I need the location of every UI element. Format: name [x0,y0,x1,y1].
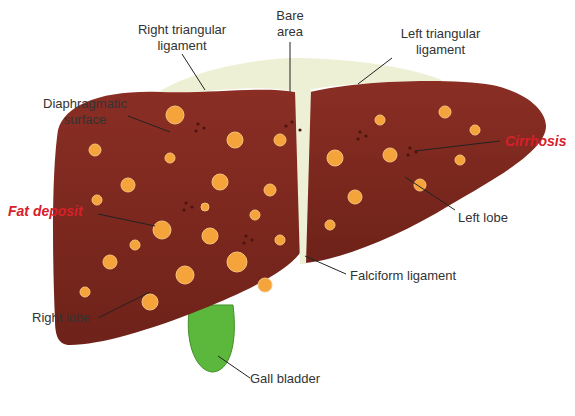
fat-deposit [327,150,343,166]
cirrhosis-dot [202,126,205,129]
part-label: Right triangular ligament [122,22,242,54]
part-label: Left lobe [458,210,508,226]
fat-deposit [212,174,228,190]
cirrhosis-dot [358,130,361,133]
leader-line [290,42,291,92]
fat-deposit [201,203,209,211]
leader-line [415,141,500,151]
cirrhosis-dot [190,205,193,208]
cirrhosis-dot [250,238,253,241]
fat-deposit [227,132,243,148]
part-label: Gall bladder [250,371,320,387]
left-lobe-shape [305,81,546,263]
fat-deposit [166,106,184,124]
fat-deposit [130,240,140,250]
cirrhosis-dot [184,201,187,204]
cirrhosis-dot [244,234,247,237]
highlight-label: Fat deposit [8,203,83,219]
fat-deposit [455,155,465,165]
leader-line [405,177,455,210]
fat-deposit [264,184,276,196]
leader-line [182,54,205,90]
fat-deposit [348,190,362,204]
fat-deposit [176,266,194,284]
fat-deposit [439,106,451,118]
cirrhosis-dot [284,124,287,127]
fat-deposit [274,134,286,146]
part-label: Left triangular ligament [383,26,498,58]
fat-deposit [165,153,175,163]
fat-deposit [383,148,397,162]
fat-deposit [89,144,101,156]
fat-deposit [258,278,272,292]
cirrhosis-dot [196,122,199,125]
fat-deposit [142,294,158,310]
leader-line [98,292,150,318]
cirrhosis-dot [242,241,245,244]
cirrhosis-dot [182,208,185,211]
fat-deposit [121,178,135,192]
part-label: Falciform ligament [350,268,456,284]
leader-line [305,256,346,274]
cirrhosis-dot [298,128,301,131]
fat-deposit [103,255,117,269]
cirrhosis-dot [356,137,359,140]
part-label: Diaphragmatic surface [30,96,140,128]
fat-deposit [375,115,385,125]
fat-deposit [275,235,285,245]
fat-deposit [202,228,218,244]
part-label: Right lobe [32,310,91,326]
leader-line [98,214,155,226]
cirrhosis-dot [406,153,409,156]
fat-deposit [250,210,260,220]
leader-line [218,356,250,378]
leader-line [128,116,170,132]
fat-deposit [227,252,247,272]
cirrhosis-dot [364,134,367,137]
fat-deposit [325,220,335,230]
fat-deposit [470,125,480,135]
cirrhosis-dot [194,129,197,132]
part-label: Bare area [268,8,312,40]
fat-deposit [92,195,102,205]
cirrhosis-dot [290,120,293,123]
leader-line [358,58,392,84]
right-lobe-shape [53,90,302,345]
falciform-ligament-shape [295,90,311,264]
cirrhosis-dot [408,146,411,149]
fat-deposit [153,221,171,239]
highlight-label: Cirrhosis [505,133,566,149]
fat-deposit [80,287,90,297]
